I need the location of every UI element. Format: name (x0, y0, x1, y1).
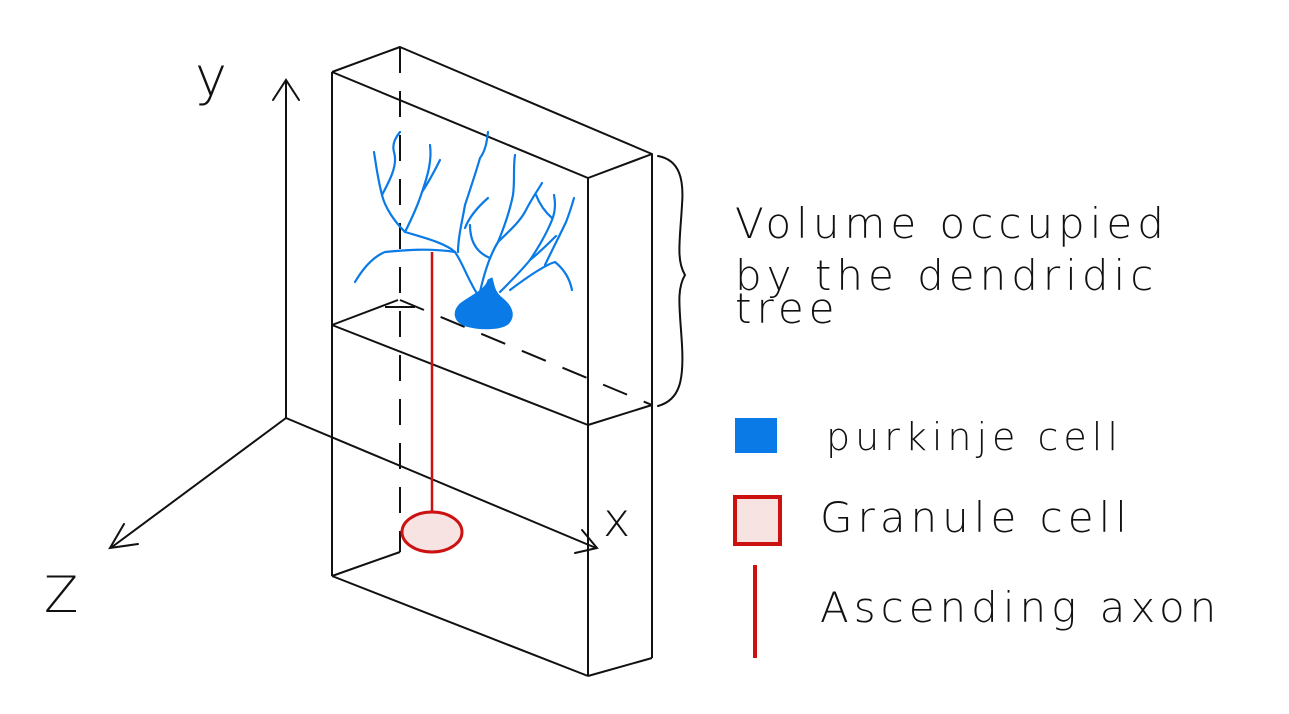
x-axis (285, 417, 597, 549)
purkinje-cell (353, 130, 576, 330)
purkinje-dendrites (353, 130, 576, 294)
y-axis-label: y (195, 45, 227, 108)
volume-annotation: Volume occupied by the dendridic tree (735, 199, 1169, 333)
purkinje-soma (454, 277, 513, 330)
middle-right-edge (587, 404, 653, 426)
legend-granule-swatch (733, 495, 782, 546)
upper-box-back-top (331, 46, 653, 179)
middle-front-edge (331, 324, 589, 426)
hidden-middle-back (399, 299, 653, 406)
legend-granule-label: Granule cell (820, 493, 1132, 542)
annotation-line-1: Volume occupied (735, 199, 1169, 248)
x-axis-label: x (603, 493, 630, 547)
z-axis-arrowhead (108, 523, 139, 550)
lower-box-bottom-front (331, 575, 589, 677)
legend-purkinje-label: purkinje cell (826, 415, 1123, 459)
volume-brace (657, 155, 687, 407)
middle-side-edge (331, 299, 399, 326)
y-axis-arrowhead (272, 78, 300, 101)
hidden-edges (399, 47, 653, 552)
z-axis (111, 417, 287, 548)
volume-boxes (331, 46, 653, 677)
legend-axon-label: Ascending axon (820, 583, 1221, 632)
granule-cell (400, 510, 464, 554)
lower-box-bottom-right (587, 657, 653, 677)
annotation-line-2: by the dendridic (735, 251, 1158, 300)
z-axis-label: Z (44, 566, 78, 624)
annotation-line-3: tree (735, 284, 840, 333)
lower-box-bottom-left (331, 551, 401, 577)
legend-purkinje-swatch (735, 418, 777, 453)
legend: purkinje cell Granule cell Ascending axo… (733, 415, 1221, 658)
